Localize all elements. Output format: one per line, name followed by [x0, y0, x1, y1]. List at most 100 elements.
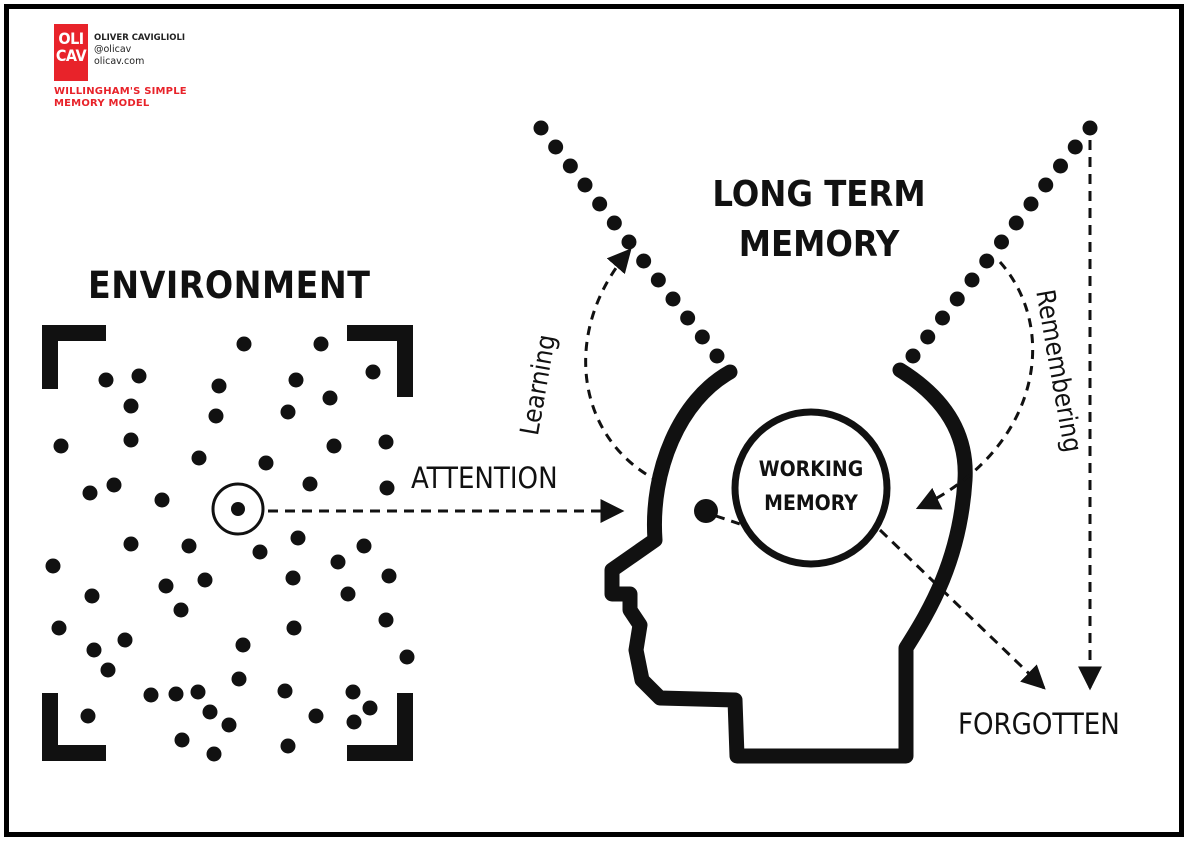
long-term-memory-cone-dot: [709, 348, 725, 364]
long-term-memory-cone-dot: [905, 348, 921, 364]
environment-stimulus-dot: [286, 620, 302, 636]
environment-stimulus-dot: [378, 434, 394, 450]
environment-stimulus-dot: [143, 687, 159, 703]
environment-stimulus-dot: [277, 683, 293, 699]
long-term-memory-cone-dot: [949, 291, 965, 307]
author-handle: @olicav: [94, 44, 132, 55]
working-memory-label-line-2: MEMORY: [764, 491, 858, 515]
learning-arrow: [584, 248, 661, 484]
long-term-memory-cone-dot: [621, 234, 637, 250]
focus-target-icon: [211, 482, 265, 536]
environment-stimulus-dot: [308, 708, 324, 724]
environment-stimulus-dot: [202, 704, 218, 720]
environment-stimulus-dot: [365, 364, 381, 380]
forgotten-arrow-from-working-memory: [878, 528, 1046, 690]
remembering-arrow: [915, 261, 1035, 510]
author-site: olicav.com: [94, 56, 145, 67]
environment-stimulus-dot: [381, 568, 397, 584]
long-term-memory-cone-dot: [1023, 196, 1039, 212]
long-term-memory-cone-dot: [1008, 215, 1024, 231]
environment-stimulus-dot: [356, 538, 372, 554]
environment-stimulus-dot: [252, 544, 268, 560]
environment-stimulus-dot: [197, 572, 213, 588]
environment-stimulus-dot: [98, 372, 114, 388]
long-term-memory-cone-dot: [592, 196, 608, 212]
environment-stimulus-dot: [346, 714, 362, 730]
environment-stimulus-dot: [285, 570, 301, 586]
long-term-memory-cone-dot: [577, 177, 593, 193]
into-working-memory-dash: [715, 514, 741, 526]
environment-stimulus-dot: [326, 438, 342, 454]
author-logo: OLI CAV: [54, 24, 88, 81]
environment-stimulus-dot: [131, 368, 147, 384]
environment-stimulus-dot: [45, 558, 61, 574]
forgotten-label: FORGOTTEN: [958, 707, 1120, 741]
environment-stimulus-dot: [280, 404, 296, 420]
working-memory-label: WORKING MEMORY: [736, 452, 886, 520]
environment-stimulus-dot: [84, 588, 100, 604]
environment-stimulus-dot: [100, 662, 116, 678]
environment-stimulus-dot: [86, 642, 102, 658]
environment-label: ENVIRONMENT: [88, 264, 371, 307]
long-term-memory-cone-dot: [548, 139, 564, 155]
environment-stimulus-dot: [53, 438, 69, 454]
long-term-memory-cone-dot: [606, 215, 622, 231]
environment-stimulus-dot: [258, 455, 274, 471]
environment-stimulus-dot: [191, 450, 207, 466]
environment-stimulus-dot: [313, 336, 329, 352]
long-term-memory-cone-dot: [650, 272, 666, 288]
long-term-memory-cone-dot: [1067, 139, 1083, 155]
environment-stimulus-dot: [206, 746, 222, 762]
environment-stimulus-dot: [236, 336, 252, 352]
logo-line-2: CAV: [55, 46, 87, 65]
logo-line-1: OLI: [58, 29, 84, 48]
environment-stimulus-dot: [378, 612, 394, 628]
environment-stimulus-dot: [379, 480, 395, 496]
environment-stimulus-dot: [302, 476, 318, 492]
long-term-memory-cone-dot: [680, 310, 696, 326]
head-icon: [604, 362, 973, 764]
long-term-memory-cone-dot: [533, 120, 549, 136]
environment-stimulus-dot: [208, 408, 224, 424]
environment-stimulus-dot: [190, 684, 206, 700]
environment-stimulus-dot: [123, 432, 139, 448]
environment-stimulus-dot: [280, 738, 296, 754]
environment-stimulus-dot: [168, 686, 184, 702]
environment-stimulus-dot: [345, 684, 361, 700]
attention-label: ATTENTION: [411, 461, 558, 495]
environment-stimulus-dot: [322, 390, 338, 406]
long-term-memory-cone-dot: [562, 158, 578, 174]
long-term-memory-cone: [533, 120, 1098, 364]
long-term-memory-label: LONG TERM MEMORY: [694, 170, 944, 270]
environment-stimulus-dot: [174, 732, 190, 748]
long-term-memory-cone-dot: [920, 329, 936, 345]
environment-stimulus-dot: [154, 492, 170, 508]
environment-stimulus-dot: [123, 398, 139, 414]
environment-stimulus-dot: [123, 536, 139, 552]
environment-brackets: [42, 325, 413, 761]
environment-stimulus-dot: [117, 632, 133, 648]
environment-stimulus-dot: [158, 578, 174, 594]
long-term-memory-cone-dot: [964, 272, 980, 288]
environment-stimulus-dot: [340, 586, 356, 602]
environment-stimulus-dot: [235, 637, 251, 653]
long-term-memory-cone-dot: [694, 329, 710, 345]
environment-stimulus-dot: [51, 620, 67, 636]
environment-stimulus-dot: [82, 485, 98, 501]
environment-stimulus-dot: [290, 530, 306, 546]
environment-stimulus-dot: [221, 717, 237, 733]
subtitle-line-1: WILLINGHAM'S SIMPLE: [54, 86, 187, 97]
author-credit: OLIVER CAVIGLIOLI @olicav olicav.com: [94, 32, 185, 68]
environment-stimulus-dot: [231, 671, 247, 687]
subtitle-line-2: MEMORY MODEL: [54, 98, 150, 109]
environment-stimulus-dot: [106, 477, 122, 493]
diagram-subtitle: WILLINGHAM'S SIMPLE MEMORY MODEL: [54, 86, 187, 110]
environment-stimulus-dot: [181, 538, 197, 554]
long-term-memory-cone-dot: [665, 291, 681, 307]
environment-stimulus-dot: [288, 372, 304, 388]
long-term-memory-cone-dot: [994, 234, 1009, 250]
long-term-memory-cone-dot: [935, 310, 950, 326]
environment-stimuli-dots: [45, 336, 415, 762]
long-term-memory-label-line-2: MEMORY: [738, 224, 900, 265]
